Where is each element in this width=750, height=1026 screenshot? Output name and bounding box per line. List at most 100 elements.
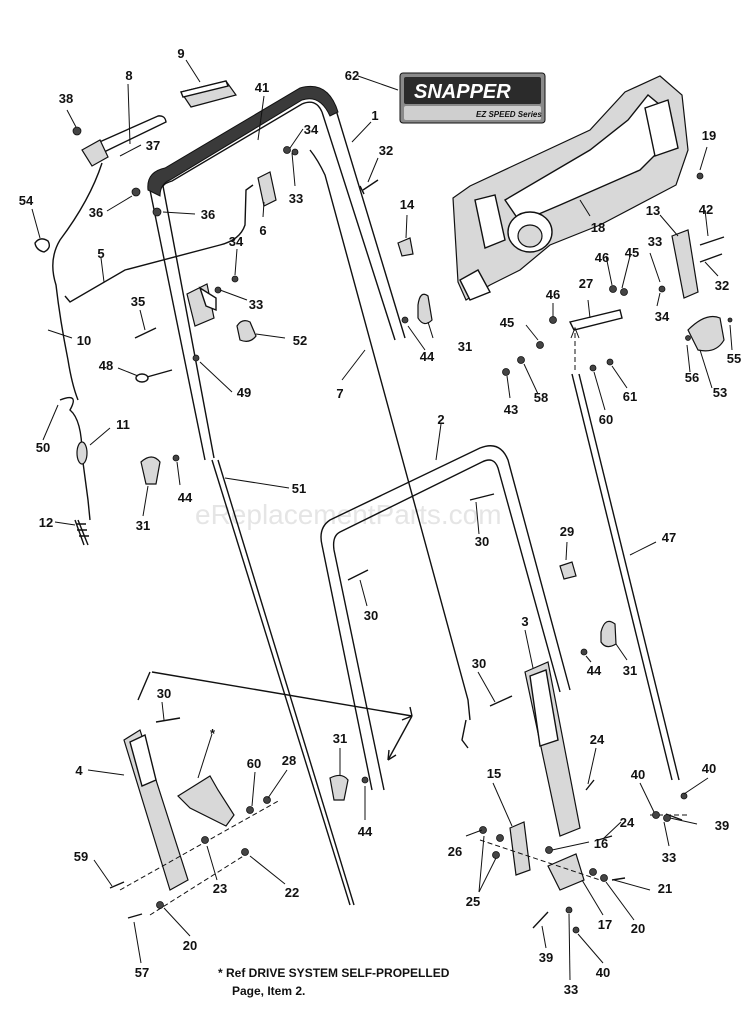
- part-label: 38: [59, 91, 73, 106]
- cable-lower: [59, 396, 91, 546]
- part-label: 31: [458, 339, 472, 354]
- knob-52: [236, 320, 257, 342]
- part-label: 3: [521, 614, 528, 629]
- part-label: 44: [178, 490, 193, 505]
- upper-handle: [149, 90, 406, 461]
- grip-cover: [180, 80, 237, 108]
- dashed-assembly-lines: [119, 799, 690, 916]
- part-label: 24: [590, 732, 605, 747]
- bail-bar: [81, 115, 167, 167]
- shield-plate: [177, 775, 235, 827]
- part-label: 42: [699, 202, 713, 217]
- part-label: 9: [177, 46, 184, 61]
- link-27: [568, 309, 623, 331]
- footnote-line1: * Ref DRIVE SYSTEM SELF-PROPELLED: [218, 966, 450, 980]
- lower-handle: [320, 445, 571, 791]
- footnote: * Ref DRIVE SYSTEM SELF-PROPELLED Page, …: [218, 966, 450, 998]
- wing-knob-31a: [417, 293, 433, 325]
- part-label: 31: [136, 518, 150, 533]
- part-label: 20: [183, 938, 197, 953]
- part-label: 60: [247, 756, 261, 771]
- part-label: 30: [364, 608, 378, 623]
- part-label: 34: [304, 122, 319, 137]
- part-label: 30: [475, 534, 489, 549]
- part-label: 47: [662, 530, 676, 545]
- part-label: 16: [594, 836, 608, 851]
- part-label: 36: [89, 205, 103, 220]
- part-labels: 8 9 41 62 38 37 34 1 32 19 54 36 36 33 6…: [19, 46, 741, 997]
- part-label: 19: [702, 128, 716, 143]
- snapper-logo: SNAPPER EZ SPEED Series: [399, 72, 546, 124]
- part-label: 2: [437, 412, 444, 427]
- rod-51: [211, 459, 355, 906]
- part-label: 33: [648, 234, 662, 249]
- part-label: 25: [466, 894, 480, 909]
- part-label: 6: [259, 223, 266, 238]
- part-label: 46: [595, 250, 609, 265]
- part-label: 32: [379, 143, 393, 158]
- part-label: 17: [598, 917, 612, 932]
- part-label: 10: [77, 333, 91, 348]
- part-label: 40: [631, 767, 645, 782]
- part-label: 44: [358, 824, 373, 839]
- assembly-arrows: [137, 671, 413, 761]
- bracket-15: [509, 821, 531, 876]
- cover-53: [687, 315, 725, 352]
- part-label: 50: [36, 440, 50, 455]
- leader-lines: [31, 59, 733, 981]
- part-label: 49: [237, 385, 251, 400]
- watermark-text: eReplacementParts.com: [195, 499, 502, 530]
- part-label: 48: [99, 358, 113, 373]
- part-label: 45: [625, 245, 639, 260]
- part-label: 15: [487, 766, 501, 781]
- part-label: 57: [135, 965, 149, 980]
- rod-47: [570, 326, 680, 781]
- part-label: 30: [472, 656, 486, 671]
- asterisk-marker: *: [210, 726, 216, 741]
- part-label: 18: [591, 220, 605, 235]
- bracket-13: [671, 229, 699, 299]
- part-label: 61: [623, 389, 637, 404]
- part-label: 5: [97, 246, 104, 261]
- part-label: 8: [125, 68, 132, 83]
- part-label: 27: [579, 276, 593, 291]
- wing-knob-31b: [140, 456, 161, 485]
- logo-brand-text: SNAPPER: [414, 81, 511, 103]
- part-label: 13: [646, 203, 660, 218]
- part-label: 33: [289, 191, 303, 206]
- part-label: 33: [564, 982, 578, 997]
- part-label: 31: [333, 731, 347, 746]
- part-label: 7: [336, 386, 343, 401]
- pivot-48: [135, 369, 173, 383]
- part-label: 45: [500, 315, 514, 330]
- small-hardware: [72, 126, 733, 934]
- control-rod: [64, 184, 254, 303]
- part-label: 46: [546, 287, 560, 302]
- part-label: 28: [282, 753, 296, 768]
- logo-series-text: EZ SPEED Series: [476, 110, 542, 119]
- grip-foam: [147, 86, 339, 197]
- part-label: 30: [157, 686, 171, 701]
- part-label: 34: [655, 309, 670, 324]
- part-label: 58: [534, 390, 548, 405]
- part-label: 1: [371, 108, 378, 123]
- wing-knob-31c: [600, 620, 617, 648]
- bracket-17: [547, 853, 585, 891]
- part-label: 43: [504, 402, 518, 417]
- left-bracket-4: [123, 729, 189, 891]
- part-label: 62: [345, 68, 359, 83]
- part-label: 35: [131, 294, 145, 309]
- part-label: 41: [255, 80, 269, 95]
- control-cable: [34, 162, 103, 401]
- part-label: 33: [249, 297, 263, 312]
- part-label: 54: [19, 193, 34, 208]
- rod-7: [309, 149, 471, 749]
- part-label: 55: [727, 351, 741, 366]
- part-label: 22: [285, 885, 299, 900]
- part-label: 44: [587, 663, 602, 678]
- part-label: 33: [662, 850, 676, 865]
- part-label: 36: [201, 207, 215, 222]
- switch-bracket: [186, 283, 217, 327]
- part-label: 34: [229, 234, 244, 249]
- part-label: 4: [75, 763, 83, 778]
